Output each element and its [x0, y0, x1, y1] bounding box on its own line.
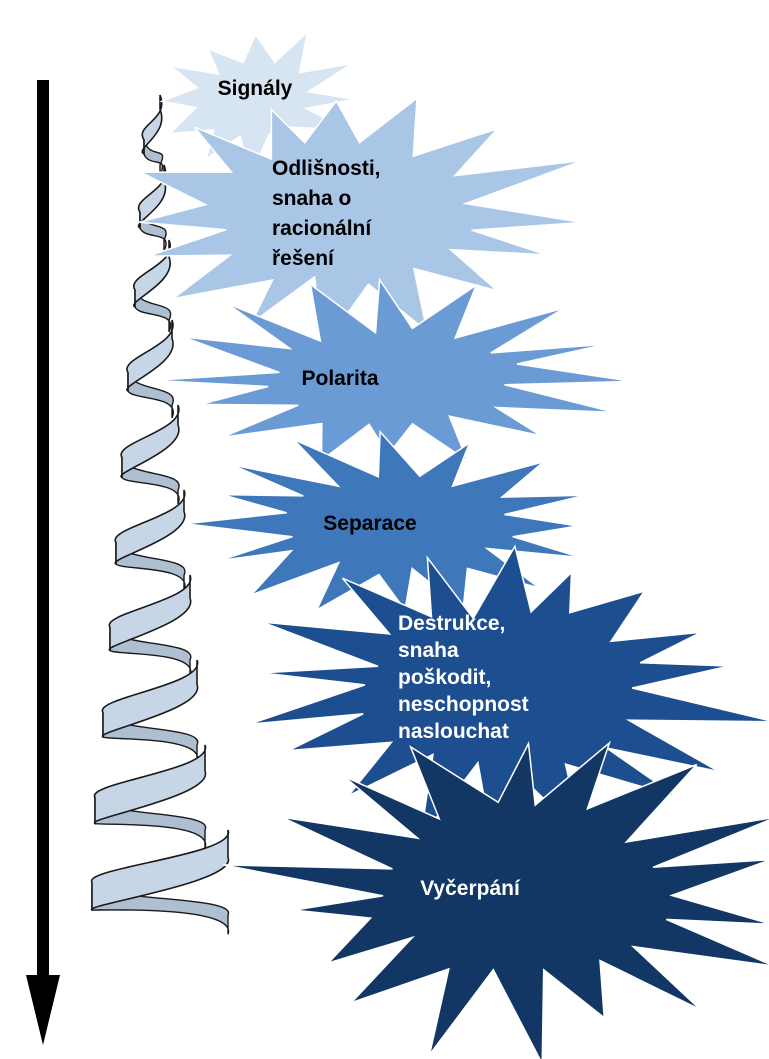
burst-label: neschopnost: [398, 693, 529, 716]
escalation-arrow: [26, 80, 60, 1045]
arrow-head: [26, 975, 60, 1045]
burst-label: Separace: [323, 512, 416, 535]
burst-label: Polarita: [301, 367, 378, 390]
burst-label: Odlišnosti,: [272, 157, 381, 180]
spiral-turn: [109, 575, 190, 651]
burst-label: řešení: [272, 247, 335, 270]
burst-label: racionální: [272, 217, 372, 240]
burst-label: snaha: [398, 639, 459, 662]
spiral-turn: [142, 95, 162, 154]
burst-label: snaha o: [272, 187, 351, 210]
spiral-turn: [115, 490, 185, 564]
spiral-turn: [94, 745, 205, 824]
arrow-shaft: [37, 80, 49, 980]
burst-polarita: Polarita: [154, 280, 632, 461]
burst-label: naslouchat: [398, 720, 509, 743]
burst-label: Vyčerpání: [420, 877, 521, 900]
spiral-turn: [102, 660, 197, 737]
burst-label: poškodit,: [398, 666, 491, 689]
burst-separace: Separace: [185, 432, 586, 610]
burst-odlisnosti: Odlišnosti, snaha o racionální řešení: [139, 98, 583, 347]
burst-label: Signály: [218, 77, 293, 100]
spiral-turn: [121, 405, 179, 478]
burst-label: Destrukce,: [398, 612, 505, 635]
burst-shape: [154, 280, 632, 461]
